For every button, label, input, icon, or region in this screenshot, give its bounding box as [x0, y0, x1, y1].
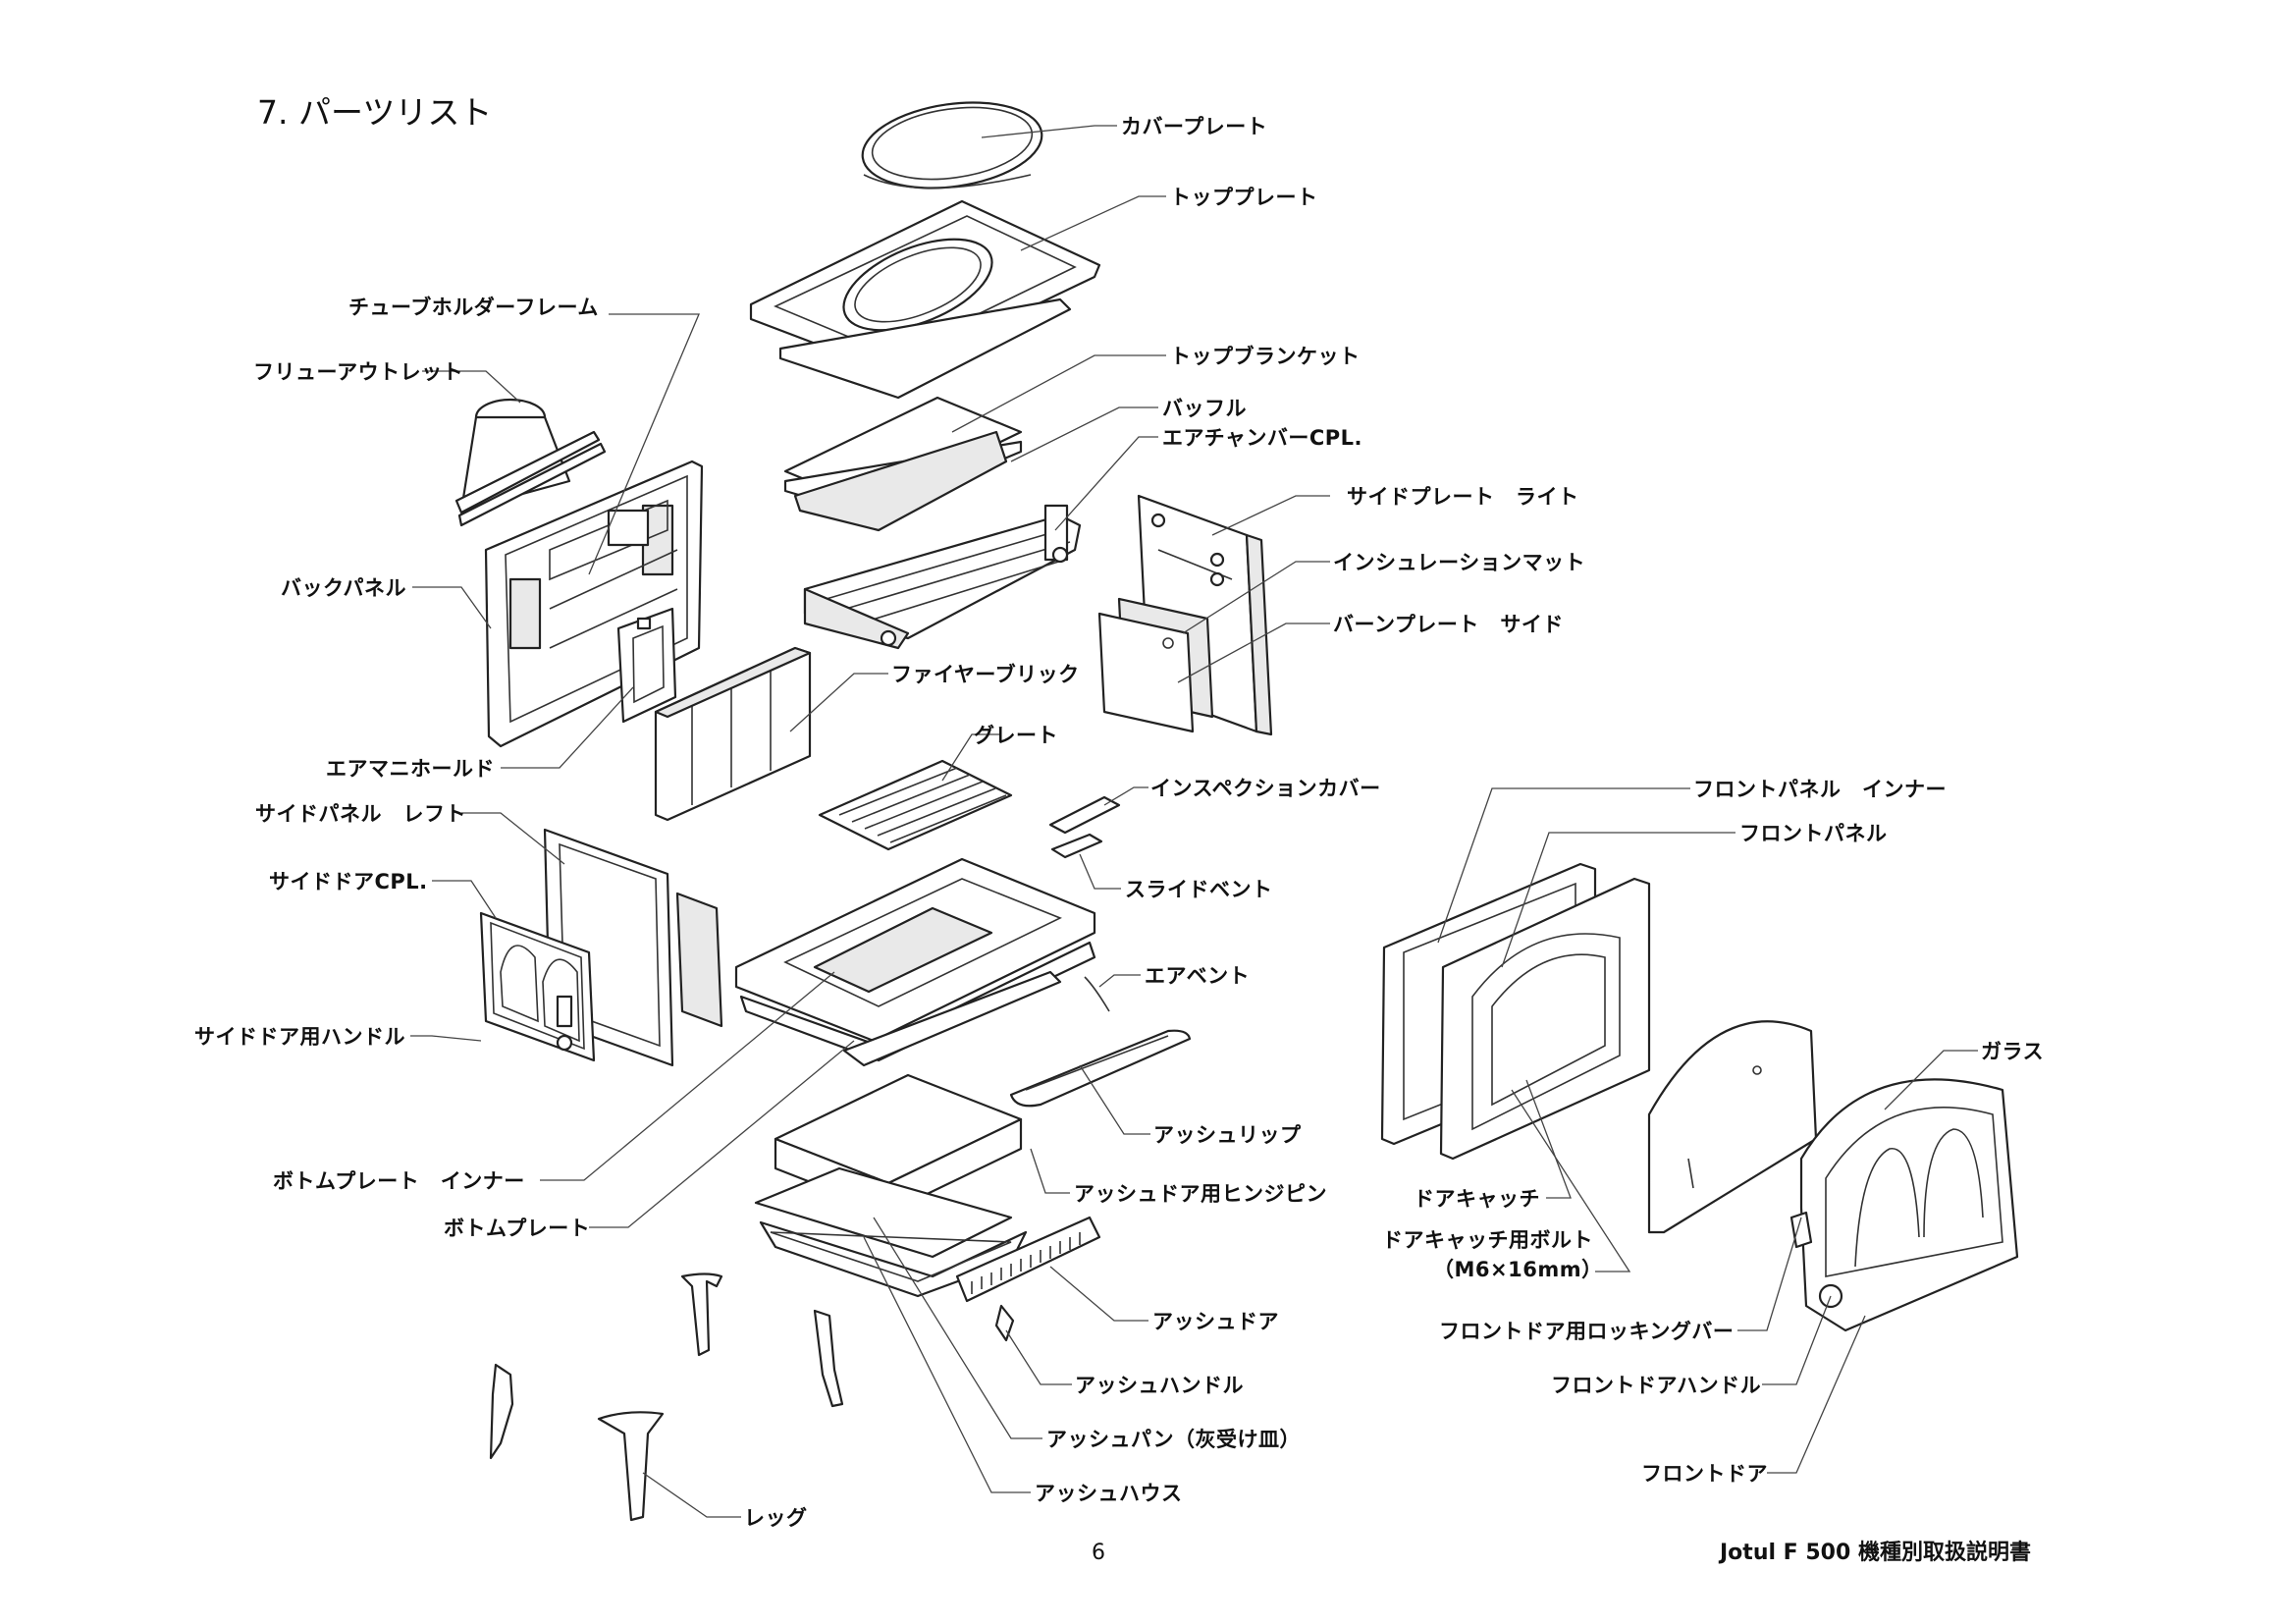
label-air-vent: エアベント	[1145, 964, 1250, 988]
label-front-door-locking-bar: フロントドア用ロッキングバー	[1439, 1320, 1734, 1343]
ash-lip-illustration	[1009, 1029, 1192, 1108]
baffle-illustration	[783, 396, 1023, 532]
label-ash-lip: アッシュリップ	[1153, 1123, 1302, 1147]
glass-illustration	[1647, 1020, 1818, 1234]
label-grate: グレート	[974, 724, 1058, 747]
label-side-door-handle: サイドドア用ハンドル	[194, 1025, 405, 1049]
label-top-blanket: トップブランケット	[1170, 345, 1361, 368]
front-door-illustration	[1789, 1078, 2019, 1332]
label-glass: ガラス	[1981, 1040, 2044, 1063]
front-panel-illustration	[1380, 862, 1651, 1161]
air-chamber-illustration	[803, 504, 1082, 650]
label-baffle: バッフル	[1162, 397, 1247, 420]
label-cover-plate: カバープレート	[1121, 115, 1267, 138]
label-air-manifold: エアマニホールド	[326, 757, 495, 781]
label-back-panel: バックパネル	[281, 576, 406, 600]
label-ash-door-hinge-pin: アッシュドア用ヒンジピン	[1074, 1182, 1327, 1206]
label-air-chamber-cpl: エアチャンバーCPL.	[1162, 426, 1362, 450]
label-burn-plate-side: バーンプレート サイド	[1333, 613, 1564, 636]
label-top-plate: トッププレート	[1170, 186, 1318, 209]
back-panel-illustration	[484, 460, 704, 748]
label-side-plate-right: サイドプレート ライト	[1347, 485, 1579, 509]
part-labels: カバープレート トッププレート チューブホルダーフレーム フリューアウトレット …	[194, 115, 2044, 1530]
label-side-panel-left: サイドパネル レフト	[255, 802, 466, 826]
page-number: 6	[1092, 1541, 1105, 1565]
label-front-door-handle: フロントドアハンドル	[1551, 1374, 1761, 1397]
bottom-plate-illustration	[734, 857, 1096, 1067]
label-leg: レッグ	[744, 1506, 808, 1530]
inspection-cover-illustration	[1048, 795, 1121, 1012]
label-insulation-mat: インシュレーションマット	[1333, 551, 1585, 574]
label-slide-vent: スライドベント	[1125, 878, 1273, 901]
footer-title: Jotul F 500 機種別取扱説明書	[1718, 1540, 2031, 1565]
label-front-panel: フロントパネル	[1739, 822, 1888, 845]
label-inspection-cover: インスペクションカバー	[1150, 777, 1381, 800]
label-side-door-cpl: サイドドアCPL.	[269, 870, 428, 893]
section-title: 7. パーツリスト	[257, 93, 492, 132]
label-door-catch: ドアキャッチ	[1414, 1187, 1540, 1211]
label-tube-holder-frame: チューブホルダーフレーム	[348, 296, 599, 319]
label-ash-house: アッシュハウス	[1035, 1482, 1183, 1505]
label-flue-outlet: フリューアウトレット	[253, 360, 463, 384]
label-door-catch-bolt-size: （M6×16mm）	[1433, 1258, 1603, 1281]
label-ash-door: アッシュドア	[1152, 1310, 1279, 1333]
fire-brick-illustration	[654, 646, 812, 822]
label-fire-brick: ファイヤーブリック	[891, 663, 1080, 686]
ash-door-illustration	[955, 1216, 1101, 1342]
flue-outlet-illustration	[454, 398, 607, 527]
label-ash-handle: アッシュハンドル	[1075, 1374, 1244, 1397]
grate-illustration	[818, 759, 1013, 851]
leader-lines	[410, 125, 1978, 1518]
label-ash-pan: アッシュパン（灰受け皿）	[1046, 1428, 1301, 1451]
ash-pan-illustration	[754, 1073, 1028, 1298]
label-bottom-plate-inner: ボトムプレート インナー	[273, 1169, 525, 1193]
label-door-catch-bolt: ドアキャッチ用ボルト	[1382, 1228, 1593, 1252]
label-front-panel-inner: フロントパネル インナー	[1693, 778, 1947, 801]
burn-plate-side-illustration	[1097, 597, 1214, 733]
leg-illustration	[489, 1272, 844, 1522]
label-front-door: フロントドア	[1641, 1462, 1768, 1486]
air-manifold-illustration	[616, 607, 677, 724]
cover-plate-illustration	[861, 101, 1043, 189]
top-plate-illustration	[749, 199, 1101, 400]
label-bottom-plate: ボトムプレート	[444, 1217, 590, 1240]
side-door-illustration	[479, 911, 596, 1062]
